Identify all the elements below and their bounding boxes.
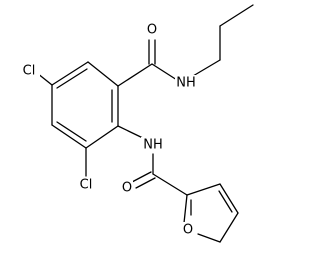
- nh-propyl-amide: N⁠H: [175, 75, 197, 91]
- oxygen-furan: O: [182, 222, 194, 238]
- atom-label-cl-bottom: Cl: [80, 178, 93, 193]
- bond-c1-c2: [87, 61, 119, 87]
- oxygen-amide-top: O: [146, 22, 158, 38]
- bond-furoyl-carbonyl-o-a: [131, 171, 152, 183]
- atom-label-o-furan: O: [183, 223, 193, 238]
- atom-label-nh-furoyl: NH: [143, 138, 163, 153]
- nh-furoyl-amide: NH: [141, 137, 165, 153]
- bond-c2-c3: [51, 61, 89, 86]
- atom-label-cl-top: Cl: [23, 64, 36, 79]
- bond-c5-c6: [85, 125, 119, 149]
- benzene-ring: [51, 61, 119, 149]
- bond-nh-propyl-c1: [192, 59, 221, 77]
- bond-fc3-fc4: [219, 183, 239, 214]
- bond-o-fc2: [183, 194, 188, 224]
- bond-carbonyl-nh: [151, 63, 178, 81]
- bond-furoyl-carbonyl-c2: [152, 173, 188, 196]
- atom-label-o-amide-bottom: O: [122, 181, 132, 196]
- bond-c2-c3-double: [56, 68, 88, 89]
- atom-label-nh-propyl: N⁠H: [176, 76, 196, 91]
- atom-labels: Cl Cl O N⁠H NH O O: [20, 22, 197, 238]
- chlorine-top: Cl: [20, 63, 40, 79]
- bond-fc3-fc4-double: [218, 190, 233, 213]
- bond-fc5-o: [197, 233, 221, 243]
- chlorine-bottom: Cl: [76, 177, 96, 193]
- bond-c4-c5-double: [56, 121, 87, 142]
- atom-label-o-amide-top: O: [147, 23, 157, 38]
- bond-fc2-fc3: [186, 183, 221, 196]
- bond-propyl-c2-c3: [219, 4, 254, 27]
- oxygen-amide-bottom: O: [121, 180, 133, 196]
- bond-furoyl-carbonyl-o-b: [135, 177, 156, 189]
- bond-fc4-fc5: [219, 212, 239, 243]
- furan-ring: [183, 183, 239, 243]
- bond-c1-carbonyl: [117, 63, 153, 87]
- substituent-bonds: [36, 4, 254, 196]
- molecule-structure-diagram: Cl Cl O N⁠H NH O O: [20, 4, 254, 243]
- bond-c4-c5: [51, 124, 87, 149]
